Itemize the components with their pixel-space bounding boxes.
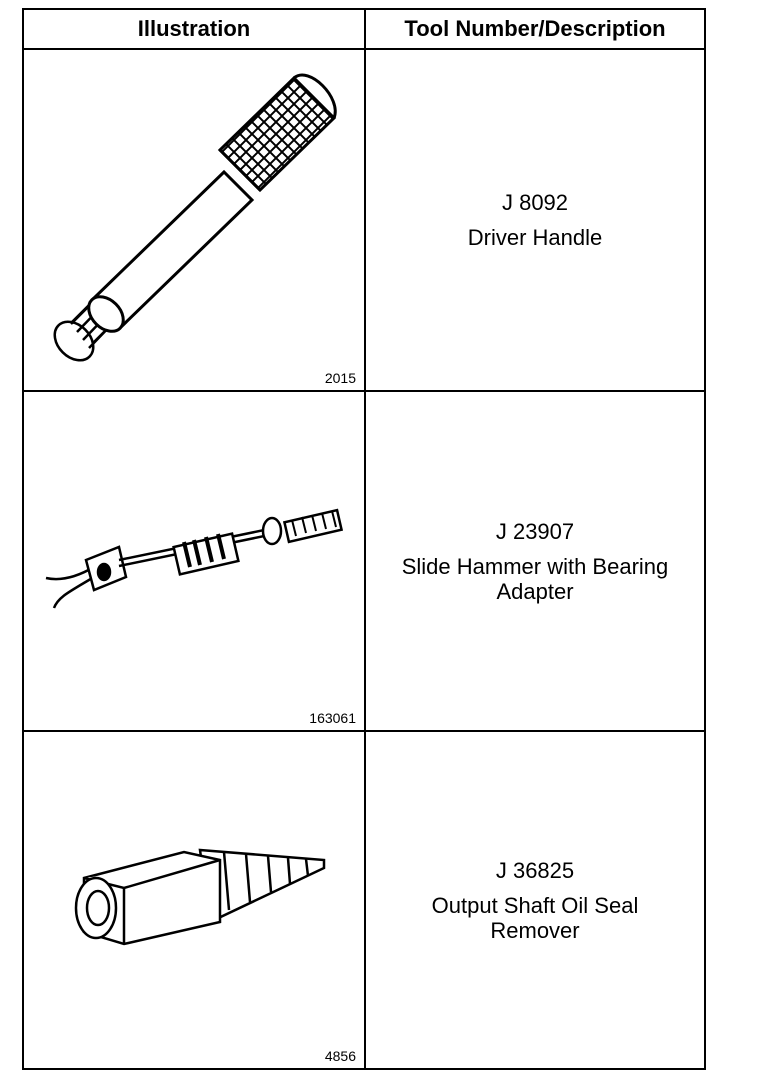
figure-number: 163061 — [309, 710, 356, 726]
tool-description: Output Shaft Oil Seal Remover — [431, 892, 639, 943]
row-divider — [24, 390, 704, 392]
header-divider — [24, 48, 704, 50]
tool-description: Driver Handle — [467, 225, 603, 250]
tool-number: J 36825 — [495, 857, 575, 883]
slide-hammer-icon — [45, 508, 344, 609]
tool-description: Slide Hammer with Bearing Adapter — [401, 553, 669, 604]
illustration-cell: 4856 — [24, 732, 364, 1068]
column-divider — [364, 10, 366, 1068]
illustration-cell: 2015 — [24, 50, 364, 390]
driver-handle-icon — [53, 73, 337, 362]
row-divider — [24, 730, 704, 732]
seal-remover-icon — [74, 848, 326, 946]
tool-number: J 8092 — [501, 190, 569, 215]
illustration-cell: 163061 — [24, 392, 364, 730]
figure-number: 2015 — [324, 370, 356, 386]
description-cell: J 23907 Slide Hammer with Bearing Adapte… — [366, 392, 704, 730]
tool-number: J 23907 — [495, 518, 575, 544]
description-cell: J 36825 Output Shaft Oil Seal Remover — [366, 732, 704, 1068]
header-tool-description: Tool Number/Description — [404, 16, 666, 41]
description-cell: J 8092 Driver Handle — [366, 50, 704, 390]
tool-table: Illustration Tool Number/Description — [22, 8, 706, 1070]
header-illustration: Illustration — [137, 16, 251, 41]
figure-number: 4856 — [324, 1048, 356, 1064]
